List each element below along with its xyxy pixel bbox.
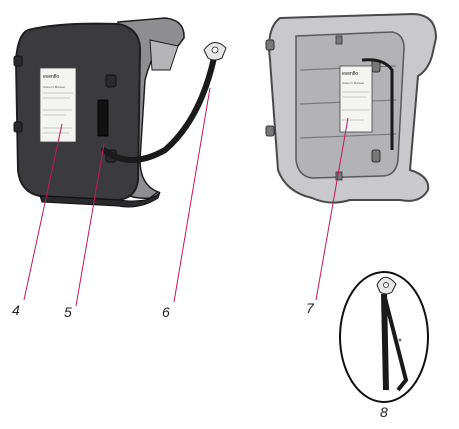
strap-webbing [101,55,217,163]
seat-back-shell [14,22,142,202]
leader-lines [23,87,349,307]
leader-line-6 [173,87,211,303]
inset-snap [398,338,402,342]
label-heading: Owner's Manual [342,81,364,85]
gray-booster-seat: evenflo Owner's Manual [265,12,438,204]
callout-number-8: 8 [380,404,388,420]
side-clip [371,149,381,163]
side-clip [13,55,23,67]
callout-number-4: 4 [12,302,20,318]
dark-booster-seat: evenflo Owner's Manual [13,17,185,208]
strap-detail-inset [339,271,429,403]
strap-storage-slot [97,99,109,137]
seat-armrest-top [149,39,179,71]
seat-base-lip [39,191,161,208]
inset-clip-hole [383,282,389,288]
side-clip [265,39,275,51]
top-clip [335,35,343,45]
belt-positioning-strap-extended [101,42,227,163]
manual-label-card-left: evenflo Owner's Manual [39,67,77,143]
leader-line-4 [23,123,63,301]
leader-line-5 [75,143,105,307]
label-heading: Owner's Manual [43,85,65,89]
callout-number-6: 6 [162,304,170,320]
side-clip [13,121,23,133]
side-clip [105,74,117,88]
callout-number-5: 5 [64,304,72,320]
strap-stored [361,58,394,150]
label-brand: evenflo [342,71,358,77]
manual-label-card-right: evenflo Owner's Manual [339,65,373,133]
inset-strap-fold [382,293,409,392]
callout-number-7: 7 [306,300,314,316]
strap-clip-hole [211,46,219,54]
side-clip [265,125,275,137]
leader-line-7 [315,117,349,301]
inset-strap-webbing [381,293,389,391]
label-brand: evenflo [43,74,59,80]
